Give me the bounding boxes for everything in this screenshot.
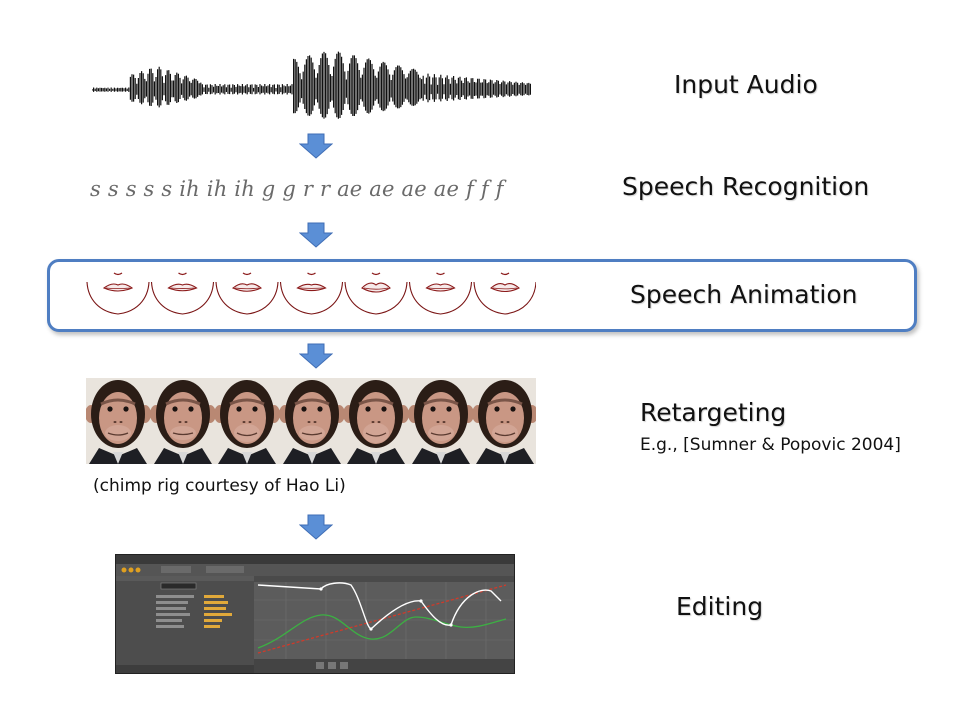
chimp-face-image bbox=[86, 378, 151, 464]
stage-label-input-audio: Input Audio bbox=[674, 70, 818, 99]
stage-label-editing: Editing bbox=[676, 592, 764, 621]
down-arrow-icon bbox=[299, 222, 333, 248]
chimp-face-image bbox=[278, 378, 345, 464]
audio-waveform bbox=[92, 51, 531, 119]
chimp-face-image bbox=[343, 378, 409, 464]
mouth-shape-strip bbox=[86, 272, 536, 315]
mouth-shape-icon bbox=[86, 272, 150, 315]
retargeting-reference: E.g., [Sumner & Popovic 2004] bbox=[640, 435, 901, 455]
chimp-caption: (chimp rig courtesy of Hao Li) bbox=[93, 476, 346, 496]
mouth-shape-icon bbox=[473, 272, 536, 315]
curve-editor-graphic bbox=[116, 555, 514, 673]
down-arrow-icon bbox=[299, 133, 333, 159]
phoneme-sequence: s s s s s ih ih ih g g r r ae ae ae ae f… bbox=[90, 177, 504, 201]
stage-label-retargeting: Retargeting bbox=[640, 398, 787, 427]
stage-label-speech-animation: Speech Animation bbox=[630, 280, 858, 309]
speech-animation-highlight bbox=[47, 259, 917, 332]
chimp-face-image bbox=[407, 378, 474, 464]
stage-label-speech-recognition: Speech Recognition bbox=[622, 172, 870, 201]
chimp-face-image bbox=[472, 378, 536, 464]
mouth-shape-icon bbox=[279, 272, 344, 315]
chimp-face-image bbox=[149, 378, 216, 464]
curve-editor-screenshot bbox=[115, 554, 515, 674]
down-arrow-icon bbox=[299, 514, 333, 540]
down-arrow-icon bbox=[299, 343, 333, 369]
mouth-shape-icon bbox=[344, 272, 408, 315]
mouth-shape-icon bbox=[150, 272, 215, 315]
chimp-retarget-strip bbox=[86, 378, 536, 464]
mouth-shape-icon bbox=[215, 272, 279, 315]
chimp-face-image bbox=[214, 378, 280, 464]
mouth-shape-icon bbox=[408, 272, 473, 315]
waveform-path bbox=[92, 51, 531, 119]
